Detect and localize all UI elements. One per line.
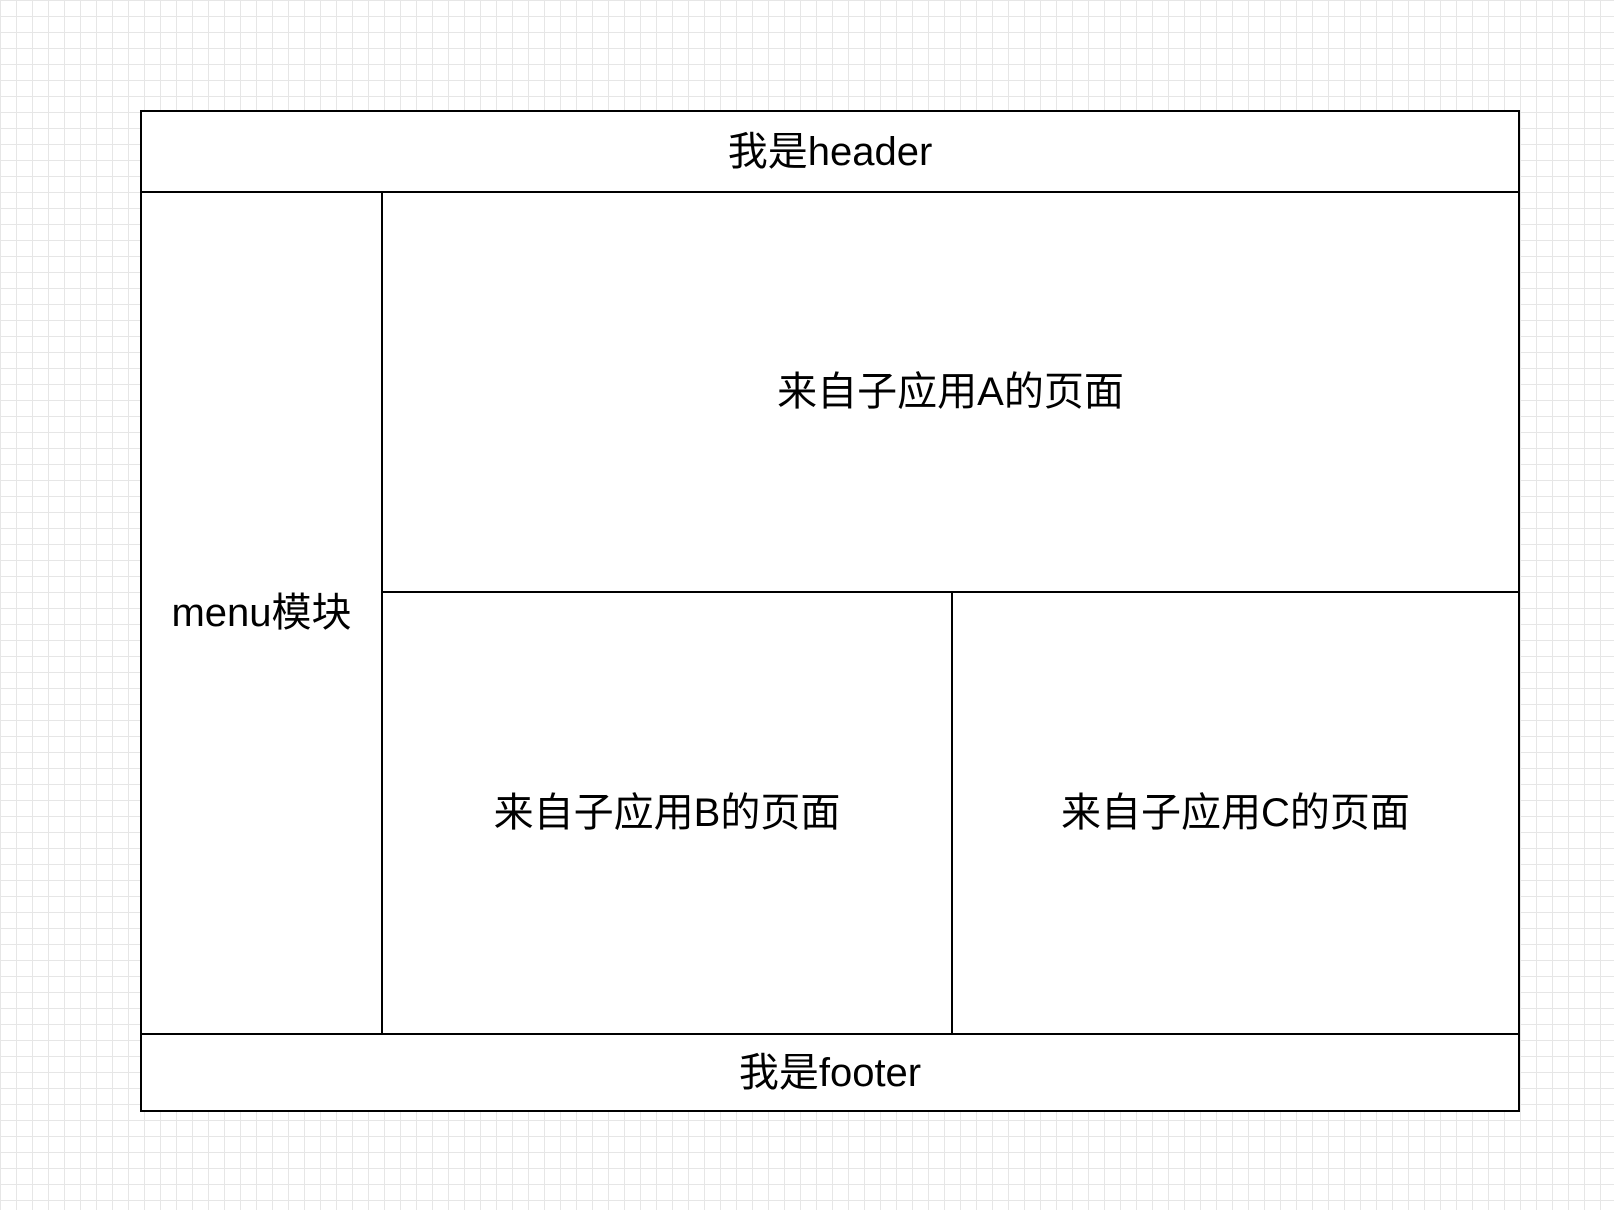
footer-region: 我是footer	[142, 1033, 1518, 1110]
layout-frame: 我是header menu模块 来自子应用A的页面 来自子应用B的页面 来自子应…	[140, 110, 1520, 1112]
sub-app-c-label: 来自子应用C的页面	[1061, 791, 1410, 835]
sub-app-a-region: 来自子应用A的页面	[383, 193, 1518, 593]
header-label: 我是header	[727, 129, 933, 174]
sub-app-b-region: 来自子应用B的页面	[381, 593, 953, 1033]
sub-app-c-region: 来自子应用C的页面	[953, 593, 1518, 1033]
header-region: 我是header	[142, 112, 1518, 193]
menu-region: menu模块	[142, 193, 383, 1033]
footer-label: 我是footer	[738, 1050, 922, 1095]
sub-app-b-label: 来自子应用B的页面	[493, 791, 841, 835]
sub-app-a-label: 来自子应用A的页面	[777, 370, 1124, 414]
menu-label: menu模块	[171, 591, 352, 635]
